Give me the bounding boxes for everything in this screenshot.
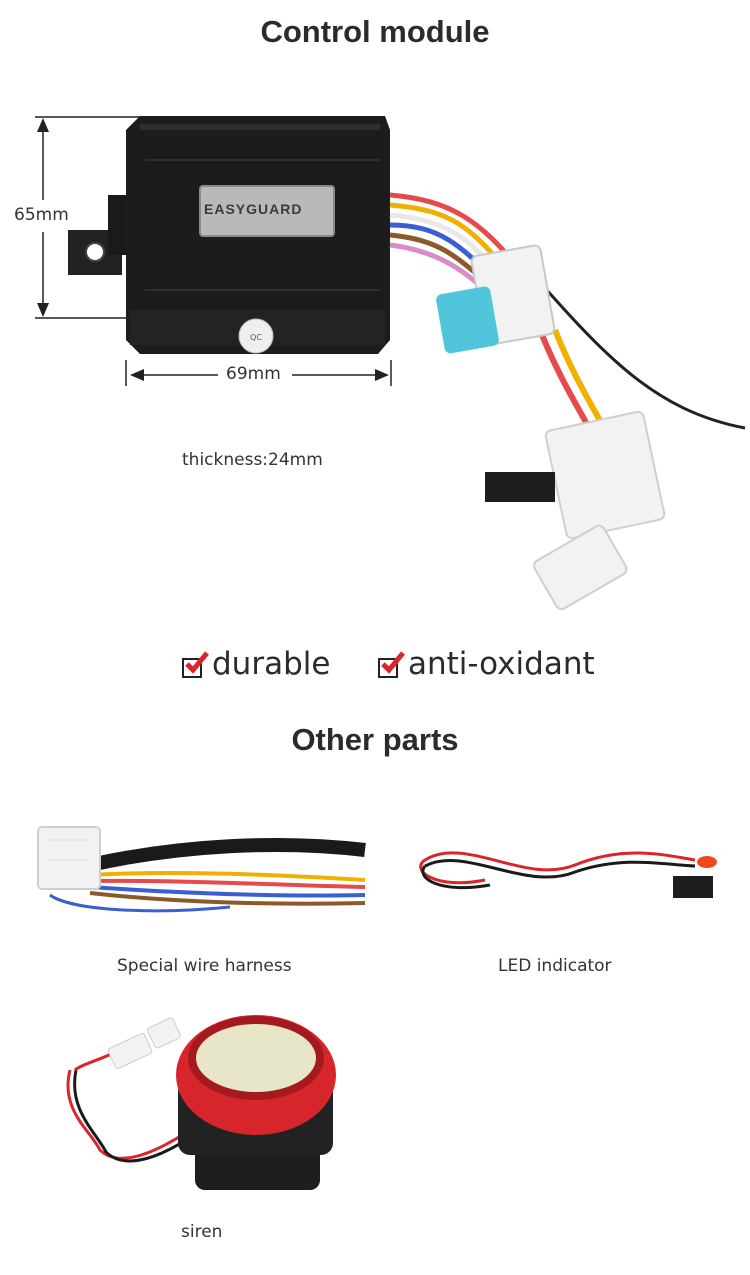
feature-durable: durable: [212, 646, 331, 682]
thickness-label: thickness:24mm: [182, 450, 323, 470]
svg-text:QC: QC: [250, 333, 262, 342]
control-module-title: Control module: [260, 14, 490, 49]
checked-box-icon: [378, 651, 405, 680]
height-dimension: 65mm: [14, 205, 69, 225]
part-label-wire-harness: Special wire harness: [117, 956, 292, 976]
control-module-image: QC: [35, 116, 746, 611]
part-label-led-indicator: LED indicator: [498, 956, 612, 976]
led-indicator-image: [419, 851, 717, 898]
other-parts-title: Other parts: [291, 722, 459, 757]
checked-box-icon: [182, 651, 209, 680]
part-label-siren: siren: [181, 1222, 223, 1242]
width-dimension: 69mm: [226, 364, 281, 384]
feature-anti-oxidant: anti-oxidant: [408, 646, 595, 682]
wire-harness-image: [37, 826, 366, 913]
brand-label: EASYGUARD: [204, 201, 303, 217]
siren-image: [66, 1015, 336, 1190]
